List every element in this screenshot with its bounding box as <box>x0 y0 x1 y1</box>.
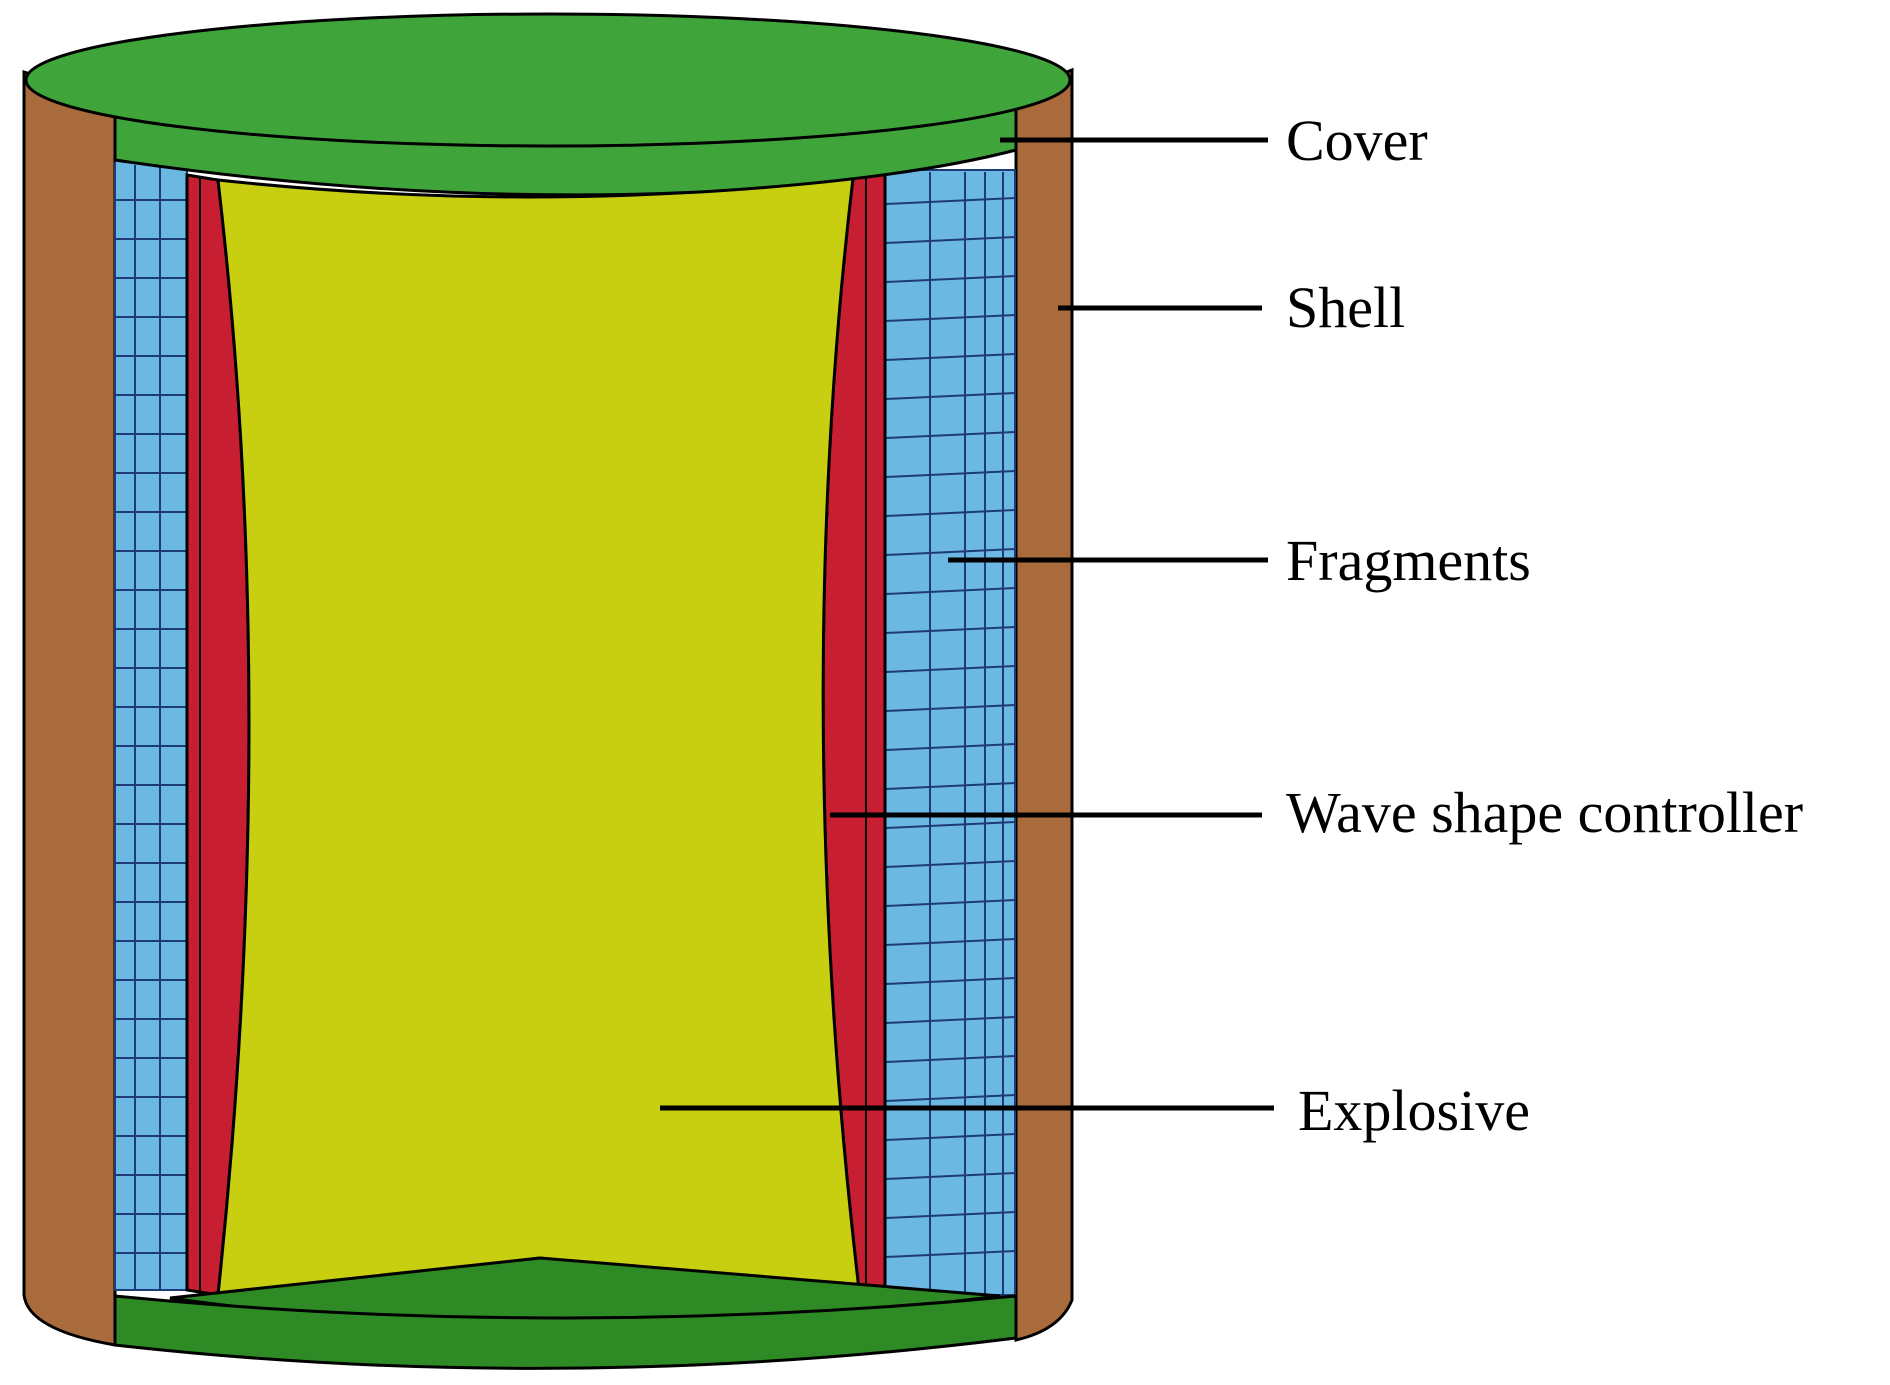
fragment-grid-line <box>884 1133 1016 1141</box>
cover-label: Cover <box>1286 108 1428 173</box>
fragment-grid-line <box>884 1250 1016 1258</box>
fragment-grid-line <box>884 1172 1016 1180</box>
fragment-grid-line <box>884 587 1016 595</box>
fragment-grid-line <box>884 236 1016 244</box>
bottom-cover-rim <box>113 1294 1018 1370</box>
fragment-grid-line <box>884 977 1016 985</box>
fragments-right <box>884 169 1016 1296</box>
fragment-grid-line <box>884 314 1016 322</box>
fragment-grid-line <box>884 275 1016 283</box>
fragment-grid-line <box>884 548 1016 556</box>
fragment-grid-line <box>884 860 1016 868</box>
explosive-label: Explosive <box>1298 1078 1530 1143</box>
shell-body <box>22 69 117 1347</box>
fragment-grid-line <box>884 353 1016 361</box>
fragment-grid-line <box>884 665 1016 673</box>
fragments-left <box>114 159 188 1291</box>
fragment-grid-line <box>884 704 1016 712</box>
fragment-grid-line <box>884 743 1016 751</box>
fragment-grid-line <box>884 431 1016 439</box>
leader-lines <box>660 137 1274 1111</box>
fragment-grid-line <box>884 1211 1016 1219</box>
fragment-grid-line <box>884 392 1016 400</box>
fragments-label: Fragments <box>1286 528 1531 593</box>
fragment-grid <box>115 165 1016 1294</box>
bottom-cover <box>113 1256 1018 1370</box>
fragment-grid-line <box>884 782 1016 790</box>
fragment-grid-line <box>884 899 1016 907</box>
fragment-grid-line <box>884 1094 1016 1102</box>
fragment-grid-line <box>884 509 1016 517</box>
fragment-grid-line <box>884 821 1016 829</box>
cover-top <box>24 12 1072 148</box>
fragment-grid-line <box>884 938 1016 946</box>
fragment-grid-line <box>884 1055 1016 1063</box>
shell-label: Shell <box>1286 275 1405 340</box>
shell <box>22 67 1074 1347</box>
explosive <box>216 176 862 1300</box>
shell-body-right <box>1014 67 1074 1342</box>
fragment-grid-line <box>884 470 1016 478</box>
wave-shape-controller <box>185 170 887 1300</box>
wave-shape-controller-label: Wave shape controller <box>1286 780 1803 845</box>
fragment-grid-line <box>884 1016 1016 1024</box>
cover <box>24 12 1072 197</box>
fragment-grid-line <box>884 626 1016 634</box>
labels: Cover Shell Fragments Wave shape control… <box>1286 108 1803 1143</box>
fragment-grid-line <box>884 197 1016 205</box>
